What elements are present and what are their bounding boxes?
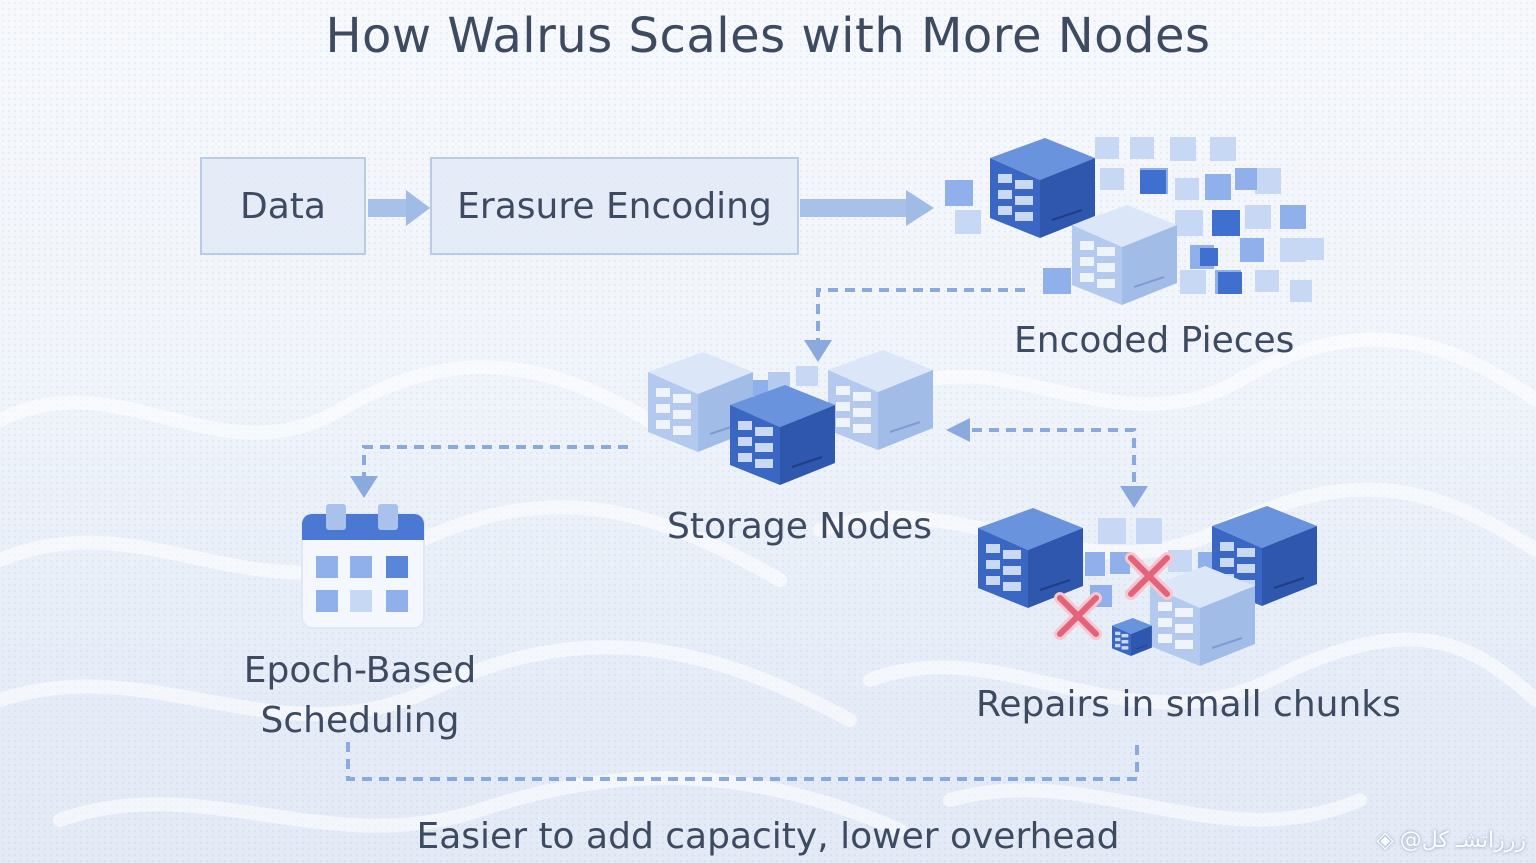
diamond-logo-icon: ◈ (1376, 828, 1394, 853)
failure-x-icon (1131, 558, 1167, 594)
erasure-encoding-box: Erasure Encoding (430, 157, 799, 255)
watermark-text: @زرزاتشـ کل (1399, 828, 1526, 853)
arrow-data-to-encoding (368, 190, 430, 226)
scheduling-label: Scheduling (260, 700, 460, 741)
arrowhead-to-storage (946, 418, 970, 442)
storage-nodes-label: Storage Nodes (667, 506, 933, 547)
data-box-label: Data (240, 185, 326, 227)
encoded-pieces-cluster (945, 137, 1324, 306)
arrowhead-to-calendar (350, 476, 378, 498)
storage-nodes-cluster (647, 349, 934, 486)
repairs-label: Repairs in small chunks (976, 684, 1401, 725)
arrowhead-to-nodes (804, 340, 832, 362)
epoch-based-label: Epoch-Based (243, 650, 477, 691)
dashed-bottom-loop (346, 738, 1139, 781)
repair-cluster (977, 505, 1318, 667)
encoded-pieces-label: Encoded Pieces (1014, 320, 1295, 361)
failure-x-icon (1060, 598, 1096, 634)
arrowhead-to-repairs (1120, 486, 1148, 508)
dashed-pieces-to-nodes (816, 288, 1025, 342)
footer-caption: Easier to add capacity, lower overhead (416, 816, 1120, 857)
dashed-nodes-to-calendar (362, 445, 628, 478)
calendar-icon (301, 504, 425, 629)
watermark: ◈ @زرزاتشـ کل (1377, 828, 1526, 853)
data-box: Data (200, 157, 366, 255)
dashed-nodes-to-repairs (972, 428, 1136, 488)
page-title: How Walrus Scales with More Nodes (325, 8, 1211, 64)
erasure-encoding-label: Erasure Encoding (457, 185, 772, 227)
arrow-encoding-to-pieces (800, 190, 934, 226)
